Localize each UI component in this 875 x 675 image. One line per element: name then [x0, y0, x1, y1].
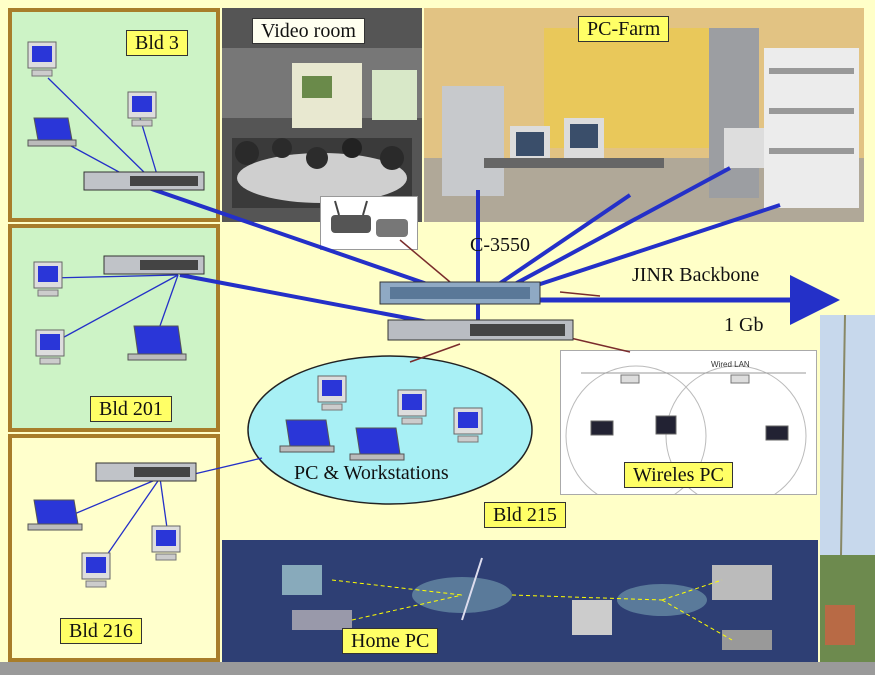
tower-image: [820, 315, 875, 662]
home-pc-image: [222, 540, 818, 662]
workstations-label: PC & Workstations: [294, 462, 449, 484]
pc-farm-image: [424, 8, 864, 222]
home-pc-photo: [222, 540, 818, 662]
speed-label: 1 Gb: [724, 314, 764, 336]
switch-model-label: C-3550: [470, 234, 530, 256]
video-room-photo: [222, 8, 422, 222]
bld201-label: Bld 201: [90, 396, 172, 422]
home-pc-label: Home PC: [342, 628, 439, 654]
local-links: [47, 77, 263, 566]
distribution-switch: [387, 319, 574, 341]
bld216-label: Bld 216: [60, 618, 142, 644]
pc-farm-photo: [424, 8, 864, 222]
computer-icons: [27, 41, 483, 588]
backbone-links: [139, 166, 781, 335]
pc-farm-label: PC-Farm: [578, 16, 670, 42]
bld3-switch: [83, 171, 205, 191]
wireless-pc-label: Wireles PC: [624, 462, 733, 488]
core-switch: [379, 281, 541, 305]
wireless-diagram: Wired LAN: [565, 360, 807, 507]
bld201-switch: [103, 255, 205, 275]
bld215-label: Bld 215: [484, 502, 566, 528]
bld3-label: Bld 3: [126, 30, 188, 56]
access-point-image: [331, 200, 408, 237]
video-room-label: Video room: [252, 18, 365, 44]
video-room-image: [222, 8, 422, 222]
bottom-strip: [0, 662, 875, 675]
backbone-label: JINR Backbone: [632, 264, 760, 286]
tower-photo: [820, 315, 875, 662]
wired-lan-text: Wired LAN: [711, 360, 750, 369]
bld216-switch: [95, 462, 197, 482]
